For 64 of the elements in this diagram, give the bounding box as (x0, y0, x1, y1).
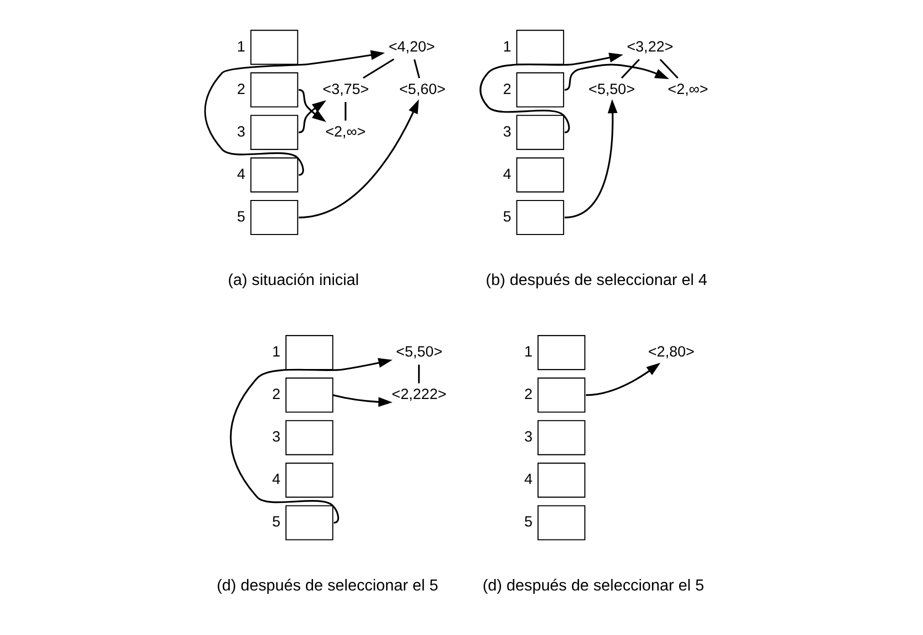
node-label: 2 (502, 81, 511, 98)
node-box (250, 29, 298, 64)
node-text: <5,50> (396, 344, 442, 360)
node-label: 4 (236, 166, 245, 182)
arrow (332, 394, 392, 406)
node-label: 1 (272, 344, 280, 360)
node-box (516, 29, 564, 64)
node-box (537, 377, 585, 412)
node-label: 4 (524, 472, 532, 488)
node-box (284, 420, 333, 455)
node-label: 3 (502, 124, 511, 140)
node-label: 4 (502, 166, 511, 182)
label: (b) después de seleccionar el 4 (485, 272, 707, 289)
node-label: 3 (524, 429, 532, 446)
node-box (537, 334, 585, 370)
node-text: <2,222> (391, 386, 446, 403)
node-text: <3,22> (626, 38, 673, 55)
node-label: 2 (272, 386, 280, 403)
connector (362, 58, 394, 78)
node-box (516, 199, 564, 235)
node-label: 4 (272, 472, 280, 488)
node-box (516, 114, 564, 150)
node-label: 3 (272, 429, 280, 446)
node-text: <2,80> (648, 344, 694, 360)
connector (413, 58, 420, 78)
node-text: <5,60> (398, 81, 446, 98)
arrow (585, 362, 660, 396)
node-box (284, 504, 333, 540)
node-box (537, 504, 585, 540)
node-label: 5 (502, 208, 511, 225)
label: (a) situación inicial (227, 272, 358, 289)
node-label: 5 (236, 208, 245, 225)
node-text: <5,50> (588, 81, 634, 98)
node-box (250, 156, 298, 192)
node-label: 5 (524, 514, 532, 530)
node-box (516, 156, 564, 192)
node-box (284, 334, 333, 370)
node-box (250, 199, 298, 235)
node-text: <2,∞> (324, 124, 366, 140)
node-text: <3,75> (322, 81, 368, 98)
node-label: 1 (236, 38, 245, 55)
node-text: <2,∞> (667, 81, 708, 98)
connector (344, 101, 346, 120)
node-label: 2 (236, 81, 245, 98)
node-label: 2 (524, 386, 532, 403)
node-box (516, 72, 564, 107)
node-label: 1 (524, 344, 532, 360)
node-box (284, 377, 333, 412)
node-label: 1 (502, 38, 511, 55)
node-box (284, 462, 333, 498)
arrow (298, 98, 418, 218)
label: (d) después de seleccionar el 5 (482, 576, 704, 594)
node-box (537, 462, 585, 498)
node-box (250, 114, 298, 150)
connector (659, 58, 678, 78)
connector (620, 58, 640, 78)
node-box (537, 420, 585, 455)
node-box (250, 72, 298, 107)
connector (418, 364, 420, 383)
arrow (564, 98, 618, 218)
label: (d) después de seleccionar el 5 (216, 576, 438, 594)
node-label: 5 (272, 514, 280, 530)
node-text: <4,20> (388, 38, 434, 55)
node-label: 3 (236, 124, 245, 140)
